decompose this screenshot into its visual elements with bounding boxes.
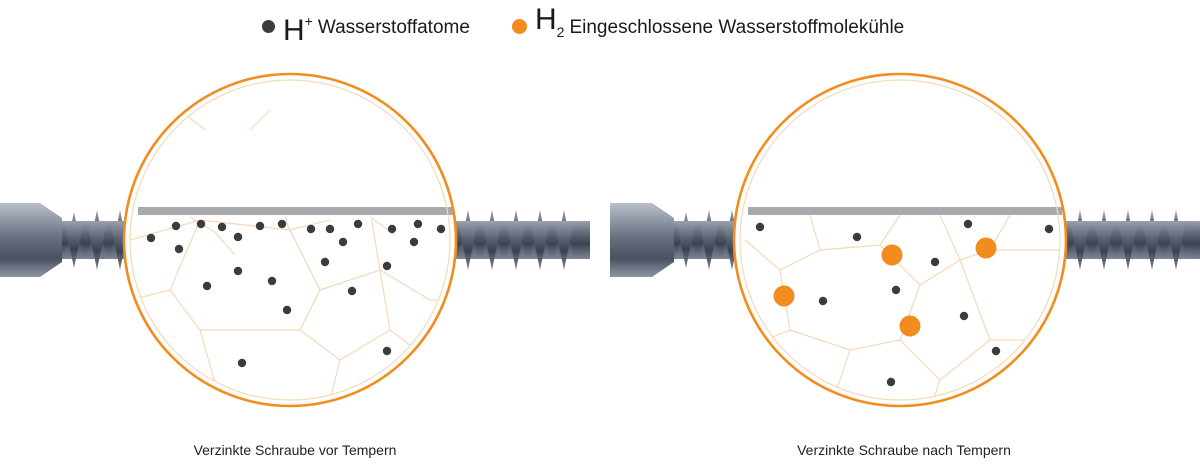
legend: H+ Wasserstoffatome H2 Eingeschlossene W… [0, 3, 1200, 46]
hydrogen-molecules-right [773, 237, 997, 337]
atom-dot-icon [262, 19, 275, 33]
hydrogen-atoms-right [755, 219, 1054, 387]
magnifier-left [122, 72, 458, 408]
grain-structure-left [130, 109, 450, 400]
caption-right: Verzinkte Schraube nach Tempern [797, 442, 1011, 458]
screw-left [0, 203, 590, 277]
molecule-symbol: H2 [535, 3, 565, 41]
magnifier-ring-left [122, 72, 458, 408]
legend-molecules: H2 Eingeschlossene Wasserstoffmolekühle [512, 3, 905, 46]
magnifier-right [732, 72, 1068, 408]
zinc-layer-right [748, 207, 1062, 215]
caption-left: Verzinkte Schraube vor Tempern [193, 442, 397, 458]
molecule-dot-icon [512, 18, 527, 34]
screw-right [610, 203, 1200, 277]
legend-atoms: H+ Wasserstoffatome [262, 6, 470, 46]
atom-label: Wasserstoffatome [317, 17, 470, 38]
magnifier-ring-right [732, 72, 1068, 408]
zinc-layer-left [138, 207, 454, 215]
molecule-label: Eingeschlossene Wasserstoffmolekühle [569, 17, 905, 38]
hydrogen-atoms-left [146, 219, 446, 368]
atom-symbol: H+ [283, 13, 313, 47]
